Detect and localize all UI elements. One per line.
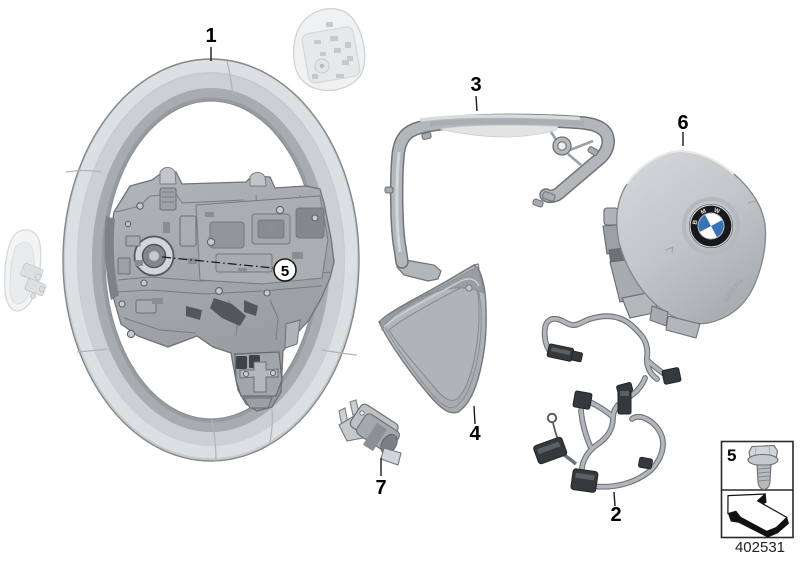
svg-text:5: 5 bbox=[281, 263, 289, 280]
svg-text:3: 3 bbox=[470, 74, 481, 96]
svg-text:B: B bbox=[691, 219, 699, 226]
svg-text:402531: 402531 bbox=[735, 539, 785, 556]
svg-text:7: 7 bbox=[375, 477, 386, 499]
svg-text:2: 2 bbox=[610, 504, 621, 526]
svg-text:M: M bbox=[700, 208, 708, 217]
svg-text:1: 1 bbox=[205, 25, 216, 47]
svg-text:5: 5 bbox=[727, 446, 736, 465]
svg-text:W: W bbox=[713, 207, 721, 216]
svg-text:4: 4 bbox=[469, 423, 481, 445]
svg-text:6: 6 bbox=[677, 112, 688, 134]
